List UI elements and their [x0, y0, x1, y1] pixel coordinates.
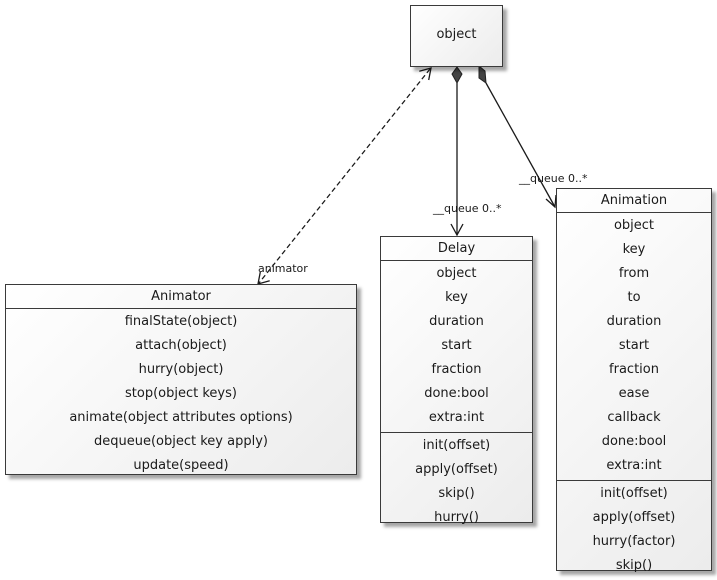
- arrowhead-icon: [450, 223, 464, 237]
- animator-dependency-line: [258, 68, 431, 284]
- attribute-row: key: [622, 242, 646, 257]
- method-row: dequeue(object key apply): [94, 434, 268, 449]
- method-row: stop(object keys): [125, 386, 237, 401]
- attribute-row: callback: [607, 410, 661, 425]
- method-row: apply(offset): [592, 510, 676, 525]
- method-row: attach(object): [135, 338, 227, 353]
- method-row: animate(object attributes options): [69, 410, 293, 425]
- class-animation[interactable]: Animation object key from to duration st…: [556, 188, 712, 573]
- attributes-section: object key from to duration start fracti…: [557, 213, 711, 481]
- class-animator[interactable]: Animator finalState(object) attach(objec…: [5, 284, 357, 475]
- attribute-row: from: [618, 266, 650, 281]
- attribute-row: ease: [618, 386, 650, 401]
- method-row: hurry(object): [138, 362, 224, 377]
- arrowhead-icon: [419, 67, 432, 81]
- class-name: Delay: [381, 237, 532, 261]
- attribute-row: key: [445, 290, 468, 305]
- attribute-row: duration: [429, 314, 484, 329]
- attribute-row: duration: [606, 314, 662, 329]
- attribute-row: extra:int: [606, 458, 662, 473]
- method-row: finalState(object): [124, 314, 238, 329]
- arrowhead-icon: [545, 194, 557, 209]
- class-object[interactable]: object: [410, 5, 503, 67]
- method-row: init(offset): [600, 486, 668, 501]
- composition-diamond-icon: [451, 66, 463, 85]
- method-row: hurry(factor): [592, 534, 676, 549]
- class-name: object: [436, 27, 477, 42]
- methods-section: finalState(object) attach(object) hurry(…: [6, 309, 356, 480]
- animation-composition-line: [485, 82, 556, 208]
- attribute-row: start: [441, 338, 472, 353]
- class-name: Animation: [557, 189, 711, 213]
- attribute-row: extra:int: [428, 410, 485, 425]
- class-delay[interactable]: Delay object key duration start fraction…: [380, 236, 533, 525]
- attribute-row: start: [618, 338, 650, 353]
- attribute-row: fraction: [431, 362, 482, 377]
- attribute-row: object: [613, 218, 655, 233]
- relation-label-animation: __queue 0..*: [518, 172, 588, 185]
- method-row: apply(offset): [415, 462, 498, 477]
- attribute-row: done:bool: [601, 434, 667, 449]
- method-row: init(offset): [422, 438, 491, 453]
- attributes-section: object key duration start fraction done:…: [381, 261, 532, 433]
- attribute-row: fraction: [609, 362, 659, 377]
- method-row: hurry(): [434, 510, 479, 525]
- relation-label-delay: __queue 0..*: [432, 202, 502, 215]
- methods-section: init(offset) apply(offset) skip() hurry(…: [381, 433, 532, 532]
- attribute-row: object: [436, 266, 477, 281]
- composition-diamond-icon: [478, 64, 487, 85]
- method-row: update(speed): [133, 458, 229, 473]
- method-row: skip(): [615, 558, 653, 573]
- method-row: skip(): [438, 486, 475, 501]
- attribute-row: to: [627, 290, 641, 305]
- relation-label-animator: animator: [258, 262, 308, 275]
- attribute-row: done:bool: [424, 386, 489, 401]
- methods-section: init(offset) apply(offset) hurry(factor)…: [557, 481, 711, 580]
- class-name: Animator: [6, 285, 356, 309]
